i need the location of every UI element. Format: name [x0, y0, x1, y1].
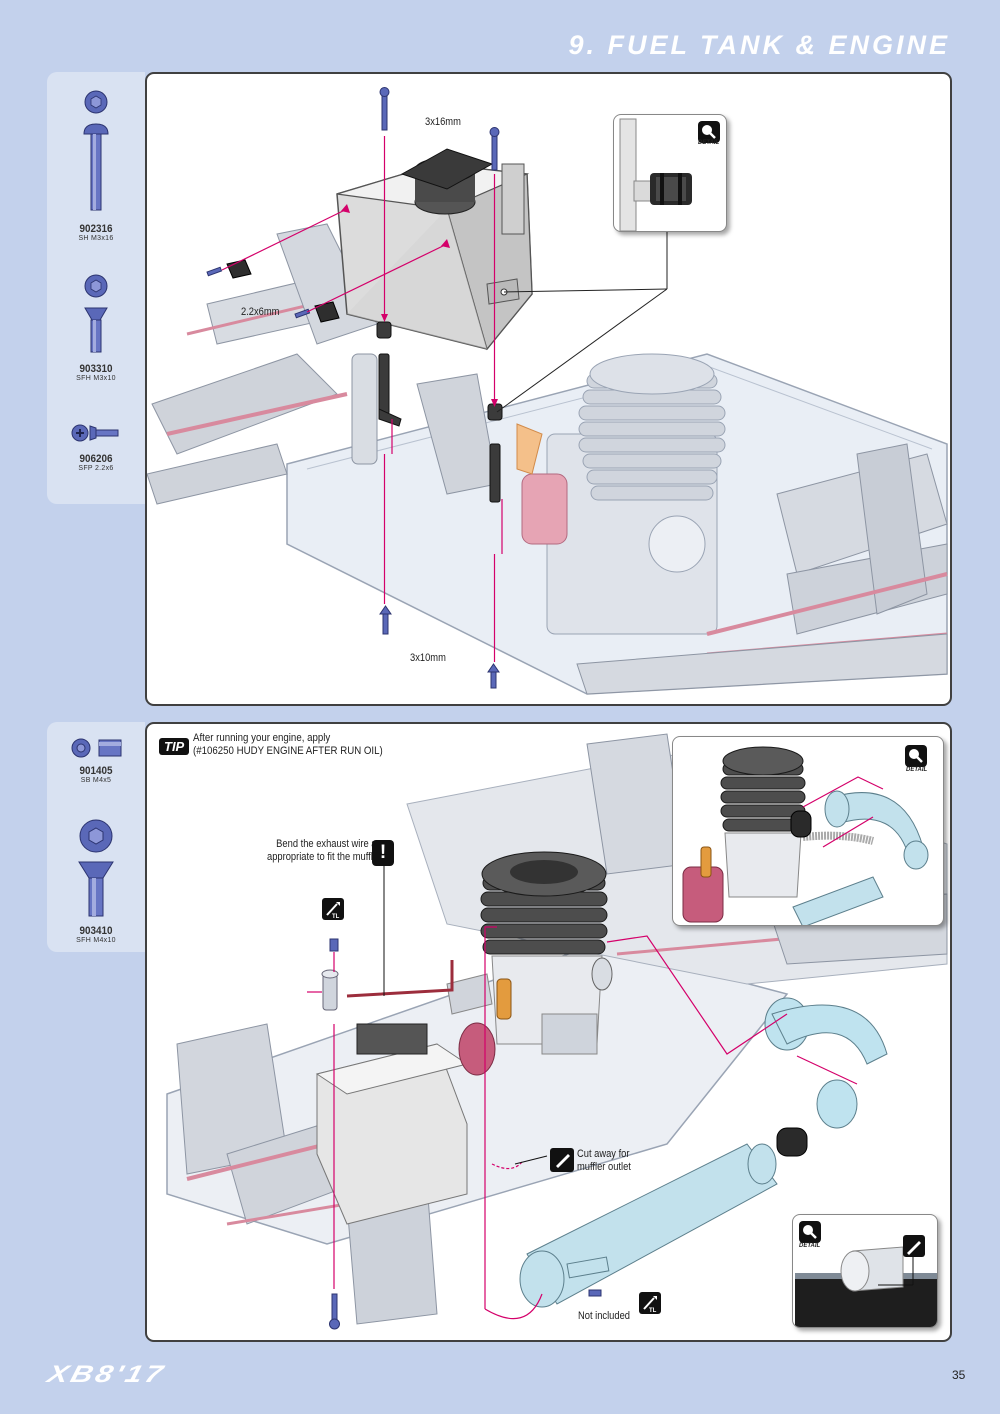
page-title: 9. FUEL TANK & ENGINE: [568, 30, 950, 60]
part-desc: SFH M3x10: [76, 375, 116, 382]
manifold-detail-illustration: [682, 746, 929, 925]
part-903410: 903410 SFH M4x10: [47, 816, 145, 944]
part-code: 906206: [79, 453, 113, 465]
detail-label: DETAIL: [698, 140, 720, 146]
part-code: 903310: [79, 363, 113, 375]
detail-inset-manifold: DETAIL: [672, 736, 944, 926]
note-not-included: Not included: [578, 1310, 630, 1322]
part-desc: SB M4x5: [80, 777, 112, 784]
magnifier-detail-icon: [698, 121, 720, 143]
parts-list-step2: 901405 SB M4x5 903410 SFH M4x10: [47, 722, 145, 952]
label-3x16mm: 3x16mm: [425, 116, 461, 128]
tool-screwdriver-icon: TL: [326, 902, 340, 920]
outlet-detail-illustration: [795, 1235, 937, 1327]
part-code: 901405: [79, 765, 113, 777]
magnifier-detail-icon: [905, 745, 927, 767]
screw-sb-m4x5-icon: [71, 738, 122, 758]
muffler-coupler: [776, 1127, 808, 1157]
assembly-arrows: [221, 136, 503, 662]
page-number: 35: [952, 1368, 966, 1382]
part-desc: SFP 2.2x6: [78, 465, 114, 472]
note-exhaust-wire: Bend the exhaust wire as appropriate to …: [267, 838, 381, 864]
note-cut-away-line-1: Cut away for: [577, 1148, 630, 1160]
note-cut-away-line-2: muffler outlet: [577, 1161, 631, 1173]
engine: [516, 353, 726, 635]
detail-label: DETAIL: [906, 767, 928, 773]
cutter-icon: [550, 1148, 574, 1172]
tip-line-2: (#106250 HUDY ENGINE AFTER RUN OIL): [193, 745, 383, 757]
note-exhaust-wire-line-2: appropriate to fit the muffler: [267, 851, 382, 863]
screw-sh-m3x16-icon: [83, 90, 109, 211]
brand-logo: XB8'17: [44, 1361, 169, 1388]
part-901405: 901405 SB M4x5: [47, 736, 145, 784]
tool-badge-1: TL: [322, 898, 344, 920]
label-2x6mm: 2.2x6mm: [241, 306, 280, 318]
tool-label: TL: [332, 914, 340, 920]
muffler: [519, 1143, 778, 1308]
label-3x10mm: 3x10mm: [410, 652, 446, 664]
part-902316: 902316 SH M3x16: [47, 88, 145, 242]
detail-inset-outlet: DETAIL: [792, 1214, 938, 1328]
part-code: 902316: [79, 223, 113, 235]
assembly-panel-fuel-tank: 3x16mm 2.2x6mm 3x10mm DETAIL: [145, 72, 952, 706]
engine: [446, 851, 613, 1076]
warning-badge: !: [372, 840, 394, 866]
parts-list-step1: 902316 SH M3x16 903310 SFH M3x10 906206 …: [47, 72, 145, 504]
fuel-tank-assembly-illustration: [147, 87, 948, 695]
screw-sfh-m4x10-icon: [78, 819, 114, 917]
tool-badge-2: TL: [639, 1292, 661, 1314]
tip-badge: TIP: [159, 738, 190, 755]
screw-sfh-m3x10-icon: [84, 274, 108, 353]
exhaust-assembly-illustration: [166, 733, 948, 1330]
magnifier-detail-icon: [799, 1221, 821, 1243]
screws: [206, 87, 500, 689]
tip-text: After running your engine, apply (#10625…: [193, 732, 383, 758]
part-code: 903410: [79, 925, 113, 937]
grommet-detail-illustration: [619, 118, 692, 231]
detail-inset-grommet: DETAIL: [613, 114, 727, 232]
part-906206: 906206 SFP 2.2x6: [47, 418, 145, 472]
tool-label: TL: [649, 1308, 657, 1314]
part-desc: SFH M4x10: [76, 937, 116, 944]
tool-screwdriver-icon: TL: [643, 1296, 657, 1314]
tank-mount-posts: [376, 321, 503, 503]
detail-label: DETAIL: [799, 1243, 821, 1249]
part-desc: SH M3x16: [78, 235, 114, 242]
screw-sfp-2x6-icon: [71, 424, 119, 442]
note-exhaust-wire-line-1: Bend the exhaust wire as: [276, 838, 382, 850]
exhaust-manifold: [764, 997, 888, 1129]
part-903310: 903310 SFH M3x10: [47, 268, 145, 382]
note-cut-away: Cut away for muffler outlet: [577, 1148, 631, 1174]
assembly-panel-engine-exhaust: TIP After running your engine, apply (#1…: [145, 722, 952, 1342]
fuel-tank: [336, 148, 533, 351]
tip-line-1: After running your engine, apply: [193, 732, 331, 744]
